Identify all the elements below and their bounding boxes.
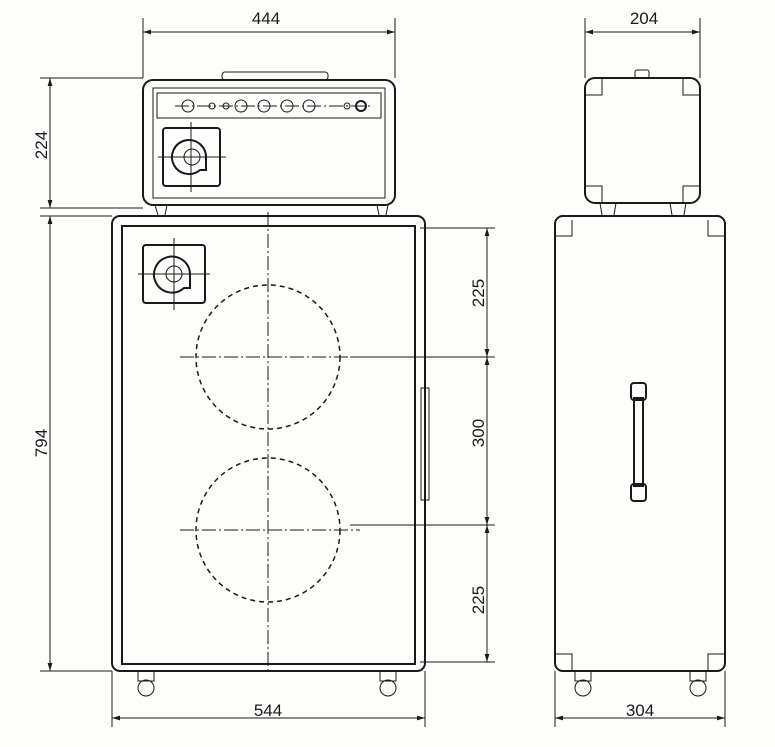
head-handle [221,71,329,81]
speaker-spacing-label: 300 [469,419,488,447]
cabinet-height-label: 794 [32,429,51,457]
speaker-top-offset-label: 225 [469,279,488,307]
speaker-bottom-offset-label: 225 [469,586,488,614]
head-logo-plate [158,122,226,192]
lower-speaker [195,457,341,603]
speaker-cabinet-front [111,212,430,697]
cabinet-width-label: 544 [254,701,282,720]
speaker-cabinet-side [554,215,726,697]
casters [137,670,397,697]
side-carry-handle [633,397,644,487]
side-handle [420,387,430,501]
amp-head-side [584,69,701,216]
head-depth-label: 204 [630,9,658,28]
dimension-lines [40,18,726,727]
head-height-label: 224 [32,131,51,159]
cabinet-depth-label: 304 [626,701,654,720]
control-knobs [181,99,367,113]
control-panel [156,92,382,119]
upper-speaker [195,284,341,430]
cabinet-logo-plate [138,238,210,310]
head-width-label: 444 [252,9,280,28]
amp-head-front [142,71,396,216]
